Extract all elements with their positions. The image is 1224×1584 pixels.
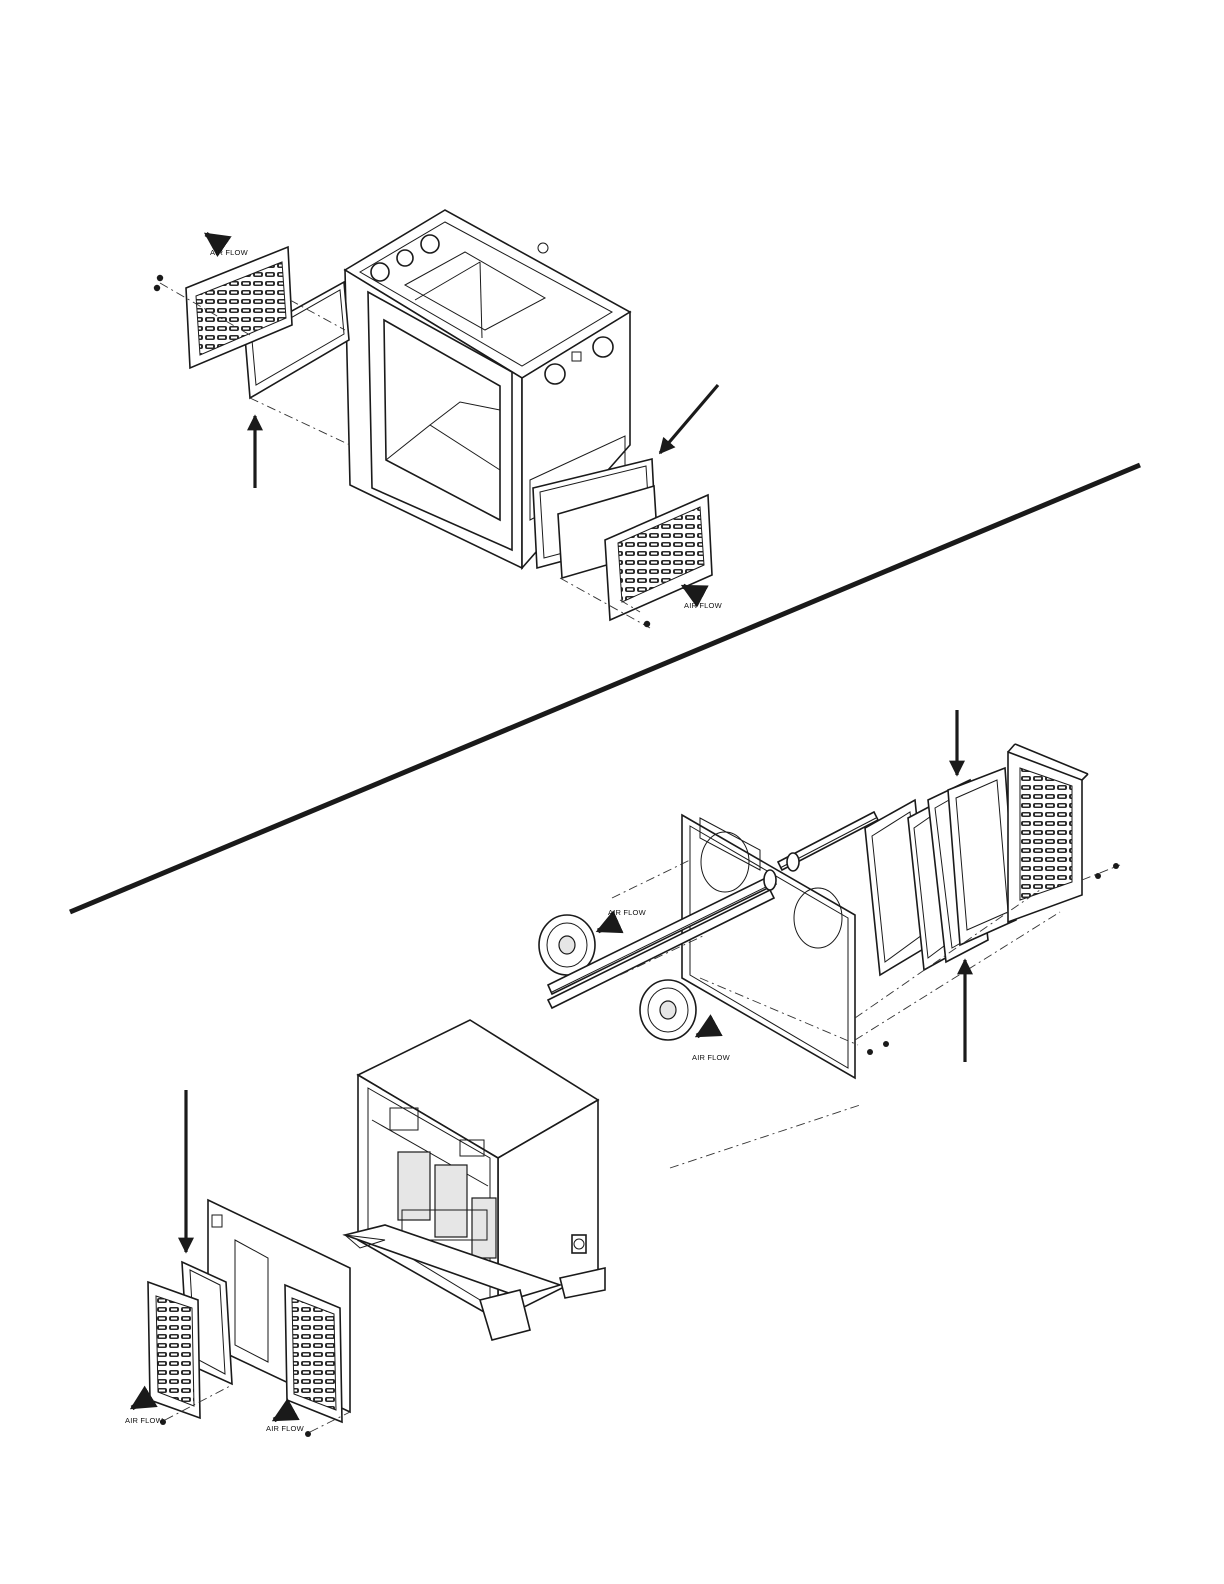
airflow-arrow	[683, 586, 700, 595]
top-assembly: AIR FLOW AIR FLOW	[154, 210, 723, 628]
airflow-label: AIR FLOW	[210, 248, 249, 257]
bottom-left-louver-grille	[148, 1282, 200, 1418]
airflow-arrow	[206, 234, 222, 245]
fan-plate-assembly: AIR FLOW AIR FLOW	[539, 710, 1120, 1168]
bottom-right-louver-grille	[285, 1285, 342, 1422]
bottom-assembly: AIR FLOW AIR FLOW	[125, 1020, 605, 1437]
airflow-label: AIR FLOW	[125, 1416, 164, 1425]
airflow-arrow	[598, 922, 618, 931]
transformer-enclosure	[345, 1020, 605, 1340]
airflow-label: AIR FLOW	[266, 1424, 305, 1433]
airflow-arrow	[274, 1410, 292, 1420]
filter-frames-stack	[865, 768, 1016, 975]
airflow-label: AIR FLOW	[608, 908, 647, 917]
cooling-fan-lower	[640, 980, 696, 1040]
airflow-label: AIR FLOW	[684, 601, 723, 610]
fan-mounting-plate	[682, 815, 855, 1078]
rear-louver-grille	[1008, 744, 1088, 922]
airflow-arrow	[697, 1026, 715, 1036]
airflow-arrow	[132, 1397, 150, 1408]
airflow-label: AIR FLOW	[692, 1053, 731, 1062]
